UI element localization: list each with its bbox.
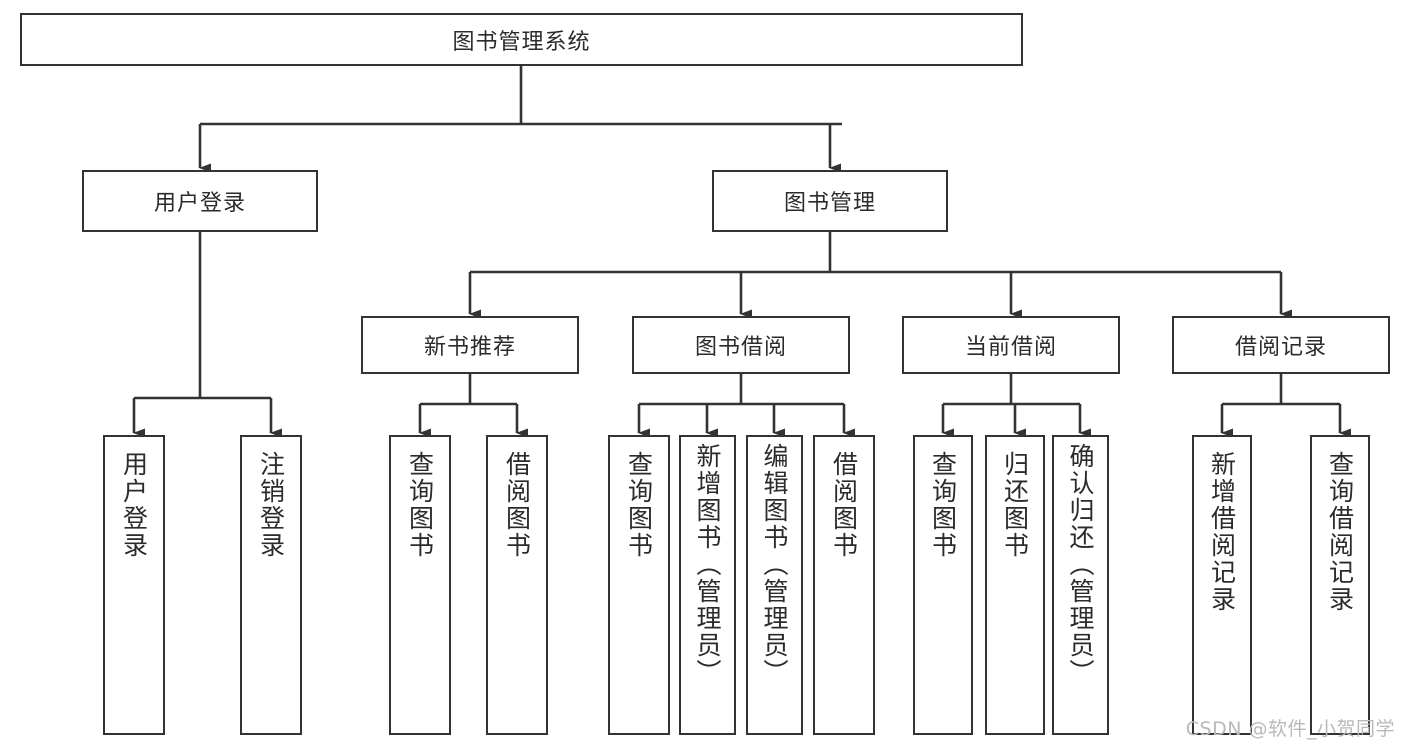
- node-leaf-confirm-return[interactable]: 确认归还（管理员）: [1052, 435, 1109, 735]
- node-leaf-query-book-bor-label: 查询图书: [624, 451, 654, 559]
- node-leaf-add-book-label: 新增图书（管理员）: [693, 443, 722, 686]
- node-book-manage[interactable]: 图书管理: [712, 170, 948, 232]
- node-leaf-user-login-label: 用户登录: [119, 451, 149, 559]
- node-new-book-recommend-label: 新书推荐: [423, 335, 516, 360]
- node-leaf-query-book-cur-label: 查询图书: [928, 451, 958, 559]
- node-leaf-borrow-book-bor[interactable]: 借阅图书: [813, 435, 875, 735]
- watermark-text: CSDN @软件_小贺同学: [1185, 718, 1395, 740]
- node-leaf-borrow-book-rec[interactable]: 借阅图书: [486, 435, 548, 735]
- node-leaf-return-book-label: 归还图书: [1000, 451, 1030, 559]
- node-root-label: 图书管理系统: [452, 29, 591, 55]
- node-user-login-label: 用户登录: [153, 191, 246, 216]
- node-new-book-recommend[interactable]: 新书推荐: [361, 316, 579, 374]
- node-leaf-confirm-return-label: 确认归还（管理员）: [1066, 443, 1095, 686]
- node-current-borrow[interactable]: 当前借阅: [902, 316, 1120, 374]
- node-book-manage-label: 图书管理: [783, 191, 876, 216]
- node-leaf-edit-book[interactable]: 编辑图书（管理员）: [746, 435, 803, 735]
- node-borrow-records-label: 借阅记录: [1234, 335, 1327, 360]
- node-book-borrow-label: 图书借阅: [694, 335, 787, 360]
- node-leaf-query-book-cur[interactable]: 查询图书: [913, 435, 973, 735]
- node-leaf-borrow-book-bor-label: 借阅图书: [829, 451, 859, 559]
- node-book-borrow[interactable]: 图书借阅: [632, 316, 850, 374]
- node-root[interactable]: 图书管理系统: [20, 13, 1023, 66]
- node-leaf-add-record[interactable]: 新增借阅记录: [1192, 435, 1252, 735]
- node-leaf-borrow-book-rec-label: 借阅图书: [502, 451, 532, 559]
- node-leaf-query-book-bor[interactable]: 查询图书: [608, 435, 670, 735]
- node-leaf-query-book-rec-label: 查询图书: [405, 451, 435, 559]
- node-leaf-user-login[interactable]: 用户登录: [103, 435, 165, 735]
- node-leaf-query-book-rec[interactable]: 查询图书: [389, 435, 451, 735]
- node-leaf-user-logout[interactable]: 注销登录: [240, 435, 302, 735]
- node-leaf-edit-book-label: 编辑图书（管理员）: [760, 443, 789, 686]
- node-current-borrow-label: 当前借阅: [964, 335, 1057, 360]
- node-leaf-add-book[interactable]: 新增图书（管理员）: [679, 435, 736, 735]
- node-leaf-query-record-label: 查询借阅记录: [1325, 451, 1355, 613]
- node-user-login[interactable]: 用户登录: [82, 170, 318, 232]
- node-leaf-query-record[interactable]: 查询借阅记录: [1310, 435, 1370, 735]
- node-leaf-user-logout-label: 注销登录: [256, 451, 286, 559]
- node-leaf-return-book[interactable]: 归还图书: [985, 435, 1045, 735]
- node-leaf-add-record-label: 新增借阅记录: [1207, 451, 1237, 613]
- node-borrow-records[interactable]: 借阅记录: [1172, 316, 1390, 374]
